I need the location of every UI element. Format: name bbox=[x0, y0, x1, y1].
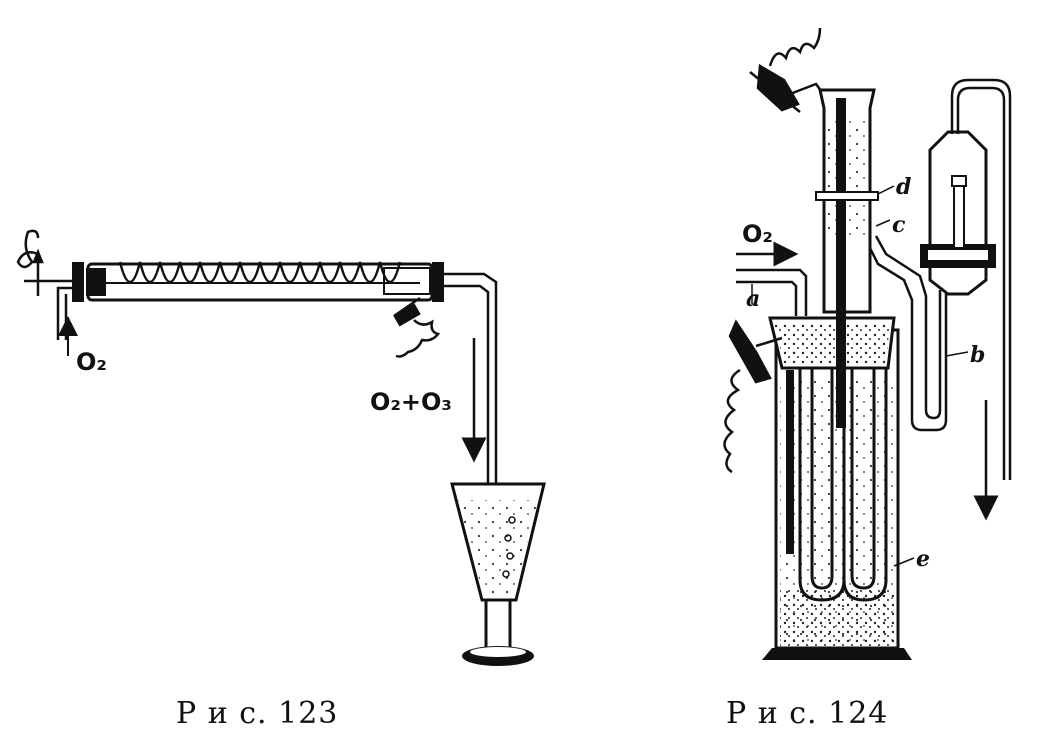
right-stopper bbox=[432, 262, 444, 302]
inlet-pipe-a bbox=[736, 268, 808, 316]
manometer-bulb bbox=[920, 130, 996, 296]
caption-figure-124: Р и с. 124 bbox=[726, 696, 889, 731]
left-stopper bbox=[72, 262, 84, 302]
inlet-label-o2: O₂ bbox=[76, 348, 107, 376]
conical-glass bbox=[450, 482, 546, 666]
label-d-leader bbox=[877, 185, 895, 195]
inlet-label-o2: O₂ bbox=[742, 220, 773, 248]
label-b-leader bbox=[945, 351, 969, 357]
right-electrode bbox=[393, 296, 441, 358]
central-tube bbox=[815, 88, 879, 428]
left-electrode bbox=[16, 229, 76, 296]
top-electrode bbox=[749, 27, 823, 113]
figure-123: O₂ O₂+O₃ bbox=[16, 229, 546, 666]
label-c-leader bbox=[875, 219, 891, 227]
side-electrode bbox=[723, 319, 783, 474]
return-tube bbox=[950, 78, 1012, 480]
caption-figure-123: Р и с. 123 bbox=[176, 696, 339, 731]
label-a: a bbox=[746, 286, 760, 312]
label-c: c bbox=[892, 212, 906, 238]
outlet-label-o2-o3: O₂+O₃ bbox=[370, 388, 452, 416]
cork-stopper bbox=[768, 316, 896, 370]
label-e-leader bbox=[893, 557, 915, 567]
inlet-tube bbox=[56, 286, 72, 340]
coil-winding bbox=[118, 261, 402, 284]
connector-tube-c bbox=[868, 235, 948, 432]
label-b: b bbox=[970, 342, 985, 368]
figure-124: O₂ a d c b e bbox=[723, 27, 1012, 660]
label-e: e bbox=[916, 546, 930, 572]
outlet-pipe bbox=[444, 272, 498, 500]
left-electrode-rod bbox=[786, 370, 794, 554]
label-d: d bbox=[896, 174, 911, 200]
inner-u-tube bbox=[798, 368, 888, 602]
